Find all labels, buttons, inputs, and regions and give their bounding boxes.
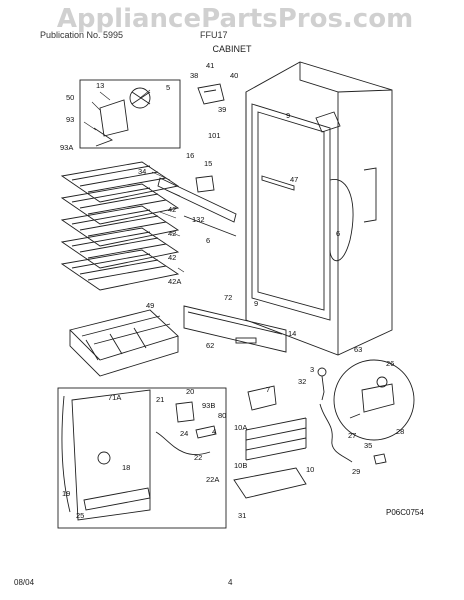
- callout-31: 31: [238, 511, 246, 520]
- section-title: CABINET: [212, 44, 252, 54]
- callout-47: 47: [290, 175, 298, 184]
- callout-41: 41: [206, 61, 214, 70]
- top-hinge: [197, 83, 341, 133]
- basket: [69, 309, 179, 377]
- publication-number: Publication No. 5995: [40, 30, 124, 40]
- callout-25: 25: [76, 511, 84, 520]
- callout-32: 32: [298, 377, 306, 386]
- footer-date: 08/04: [14, 578, 35, 587]
- callout-6-right: 6: [336, 229, 340, 238]
- callout-39: 39: [218, 105, 226, 114]
- watermark: AppliancePartsPros.com: [56, 4, 414, 34]
- callout-35: 35: [364, 441, 372, 450]
- callout-63: 63: [354, 345, 362, 354]
- model-number: FFU17: [200, 30, 228, 40]
- callout-42a: 42A: [168, 277, 181, 286]
- callout-10: 10: [306, 465, 314, 474]
- callout-71a: 71A: [108, 393, 121, 402]
- callout-93b: 93B: [202, 401, 215, 410]
- footer-page-number: 4: [228, 578, 233, 587]
- callout-93: 93: [66, 115, 74, 124]
- callout-26: 26: [386, 359, 394, 368]
- leveling-screw: [373, 453, 387, 465]
- callout-62: 62: [206, 341, 214, 350]
- wire-shelves: [60, 161, 180, 291]
- callout-72: 72: [224, 293, 232, 302]
- roller-inset: [333, 359, 415, 441]
- callout-49: 49: [146, 301, 154, 310]
- callout-22: 22: [194, 453, 202, 462]
- callout-34: 34: [138, 167, 146, 176]
- rear-panel-inset: [57, 387, 227, 529]
- callout-93a: 93A: [60, 143, 73, 152]
- callout-80: 80: [218, 411, 226, 420]
- drain-tube: [317, 367, 353, 463]
- callout-7: 7: [266, 385, 270, 394]
- callout-19: 19: [62, 489, 70, 498]
- callout-4: 4: [212, 427, 216, 436]
- diagram-code: P06C0754: [386, 508, 424, 517]
- callout-3: 3: [310, 365, 314, 374]
- callout-132: 132: [192, 215, 205, 224]
- callout-22a: 22A: [206, 475, 219, 484]
- callout-5: 5: [166, 83, 170, 92]
- control-panel: [183, 305, 287, 353]
- callout-28: 28: [396, 427, 404, 436]
- callout-16: 16: [186, 151, 194, 160]
- callout-10b: 10B: [234, 461, 247, 470]
- callout-6-left: 6: [206, 236, 210, 245]
- callout-50: 50: [66, 93, 74, 102]
- callout-24: 24: [180, 429, 188, 438]
- callout-15: 15: [204, 159, 212, 168]
- callout-10a: 10A: [234, 423, 247, 432]
- callout-42-a: 42: [168, 205, 176, 214]
- callout-9-top: 9: [286, 111, 290, 120]
- callout-38: 38: [190, 71, 198, 80]
- callout-101: 101: [208, 131, 221, 140]
- callout-29: 29: [352, 467, 360, 476]
- callout-40: 40: [230, 71, 238, 80]
- fan-assembly-inset: [79, 79, 181, 149]
- callout-18: 18: [122, 463, 130, 472]
- callout-42-c: 42: [168, 253, 176, 262]
- callout-27: 27: [348, 431, 356, 440]
- callout-13: 13: [96, 81, 104, 90]
- callout-42-b: 42: [168, 229, 176, 238]
- callout-9-bottom: 9: [254, 299, 258, 308]
- cabinet-body: [245, 61, 393, 356]
- callout-20: 20: [186, 387, 194, 396]
- defrost-heater: [233, 385, 307, 499]
- callout-14: 14: [288, 329, 296, 338]
- callout-21: 21: [156, 395, 164, 404]
- shelf-rails: [157, 175, 295, 237]
